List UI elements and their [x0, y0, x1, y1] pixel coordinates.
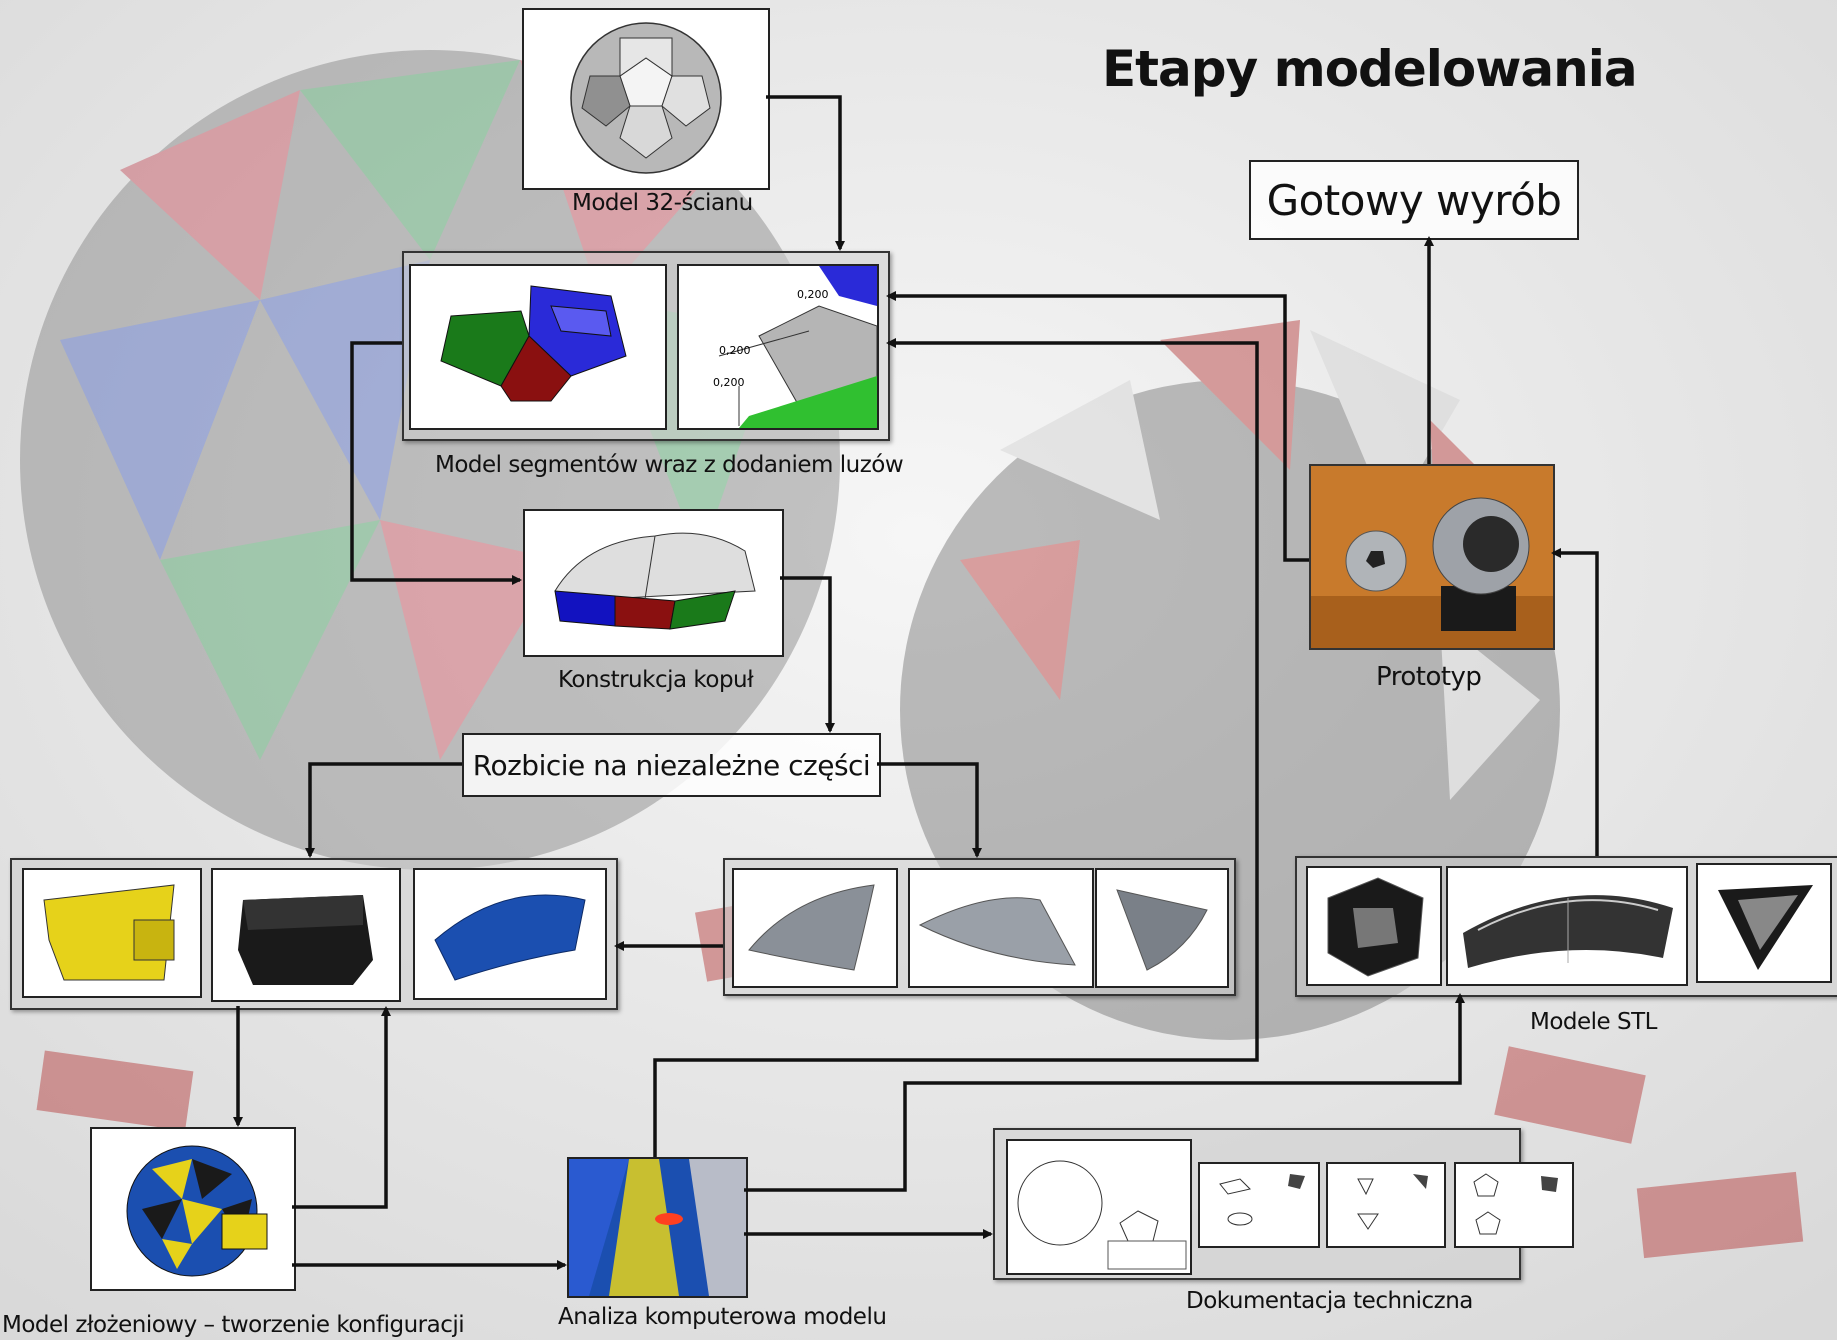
drawing-sheet-icon: [1473, 1173, 1558, 1235]
grey-part-3-panel: [1095, 868, 1229, 988]
split-parts-box: Rozbicie na niezależne części: [462, 733, 881, 797]
dim-label: 0,200: [797, 288, 829, 301]
grey-part-3-icon: [1116, 889, 1208, 971]
dim-label: 0,200: [719, 344, 751, 357]
stl-mesh-icon: [1718, 885, 1813, 970]
stl-caption: Modele STL: [1530, 1009, 1657, 1035]
assembly-caption: Model złożeniowy – tworzenie konfiguracj…: [2, 1312, 465, 1338]
stl-model-3-panel: [1696, 863, 1832, 983]
analysis-section-icon: [569, 1159, 746, 1296]
dome-construction-icon: [554, 532, 756, 630]
doc-sheet-3-panel: [1326, 1162, 1446, 1248]
grey-part-2-icon: [918, 897, 1076, 966]
doc-sheet-4-panel: [1454, 1162, 1574, 1248]
grey-part-1-icon: [748, 884, 875, 971]
domes-panel: [523, 509, 784, 657]
finished-product-label: Gotowy wyrób: [1266, 175, 1562, 225]
yellow-part-icon: [43, 884, 175, 981]
prototype-photo: [1309, 464, 1555, 650]
analysis-caption: Analiza komputerowa modelu: [558, 1304, 887, 1330]
black-part-panel: [211, 868, 401, 1002]
assembly-panel: [90, 1127, 296, 1291]
stl-mesh-icon: [1463, 895, 1673, 968]
finished-product-box: Gotowy wyrób: [1249, 160, 1579, 240]
stl-model-1-panel: [1306, 866, 1442, 986]
domes-caption: Konstrukcja kopuł: [558, 667, 754, 693]
segments-clearance-panel: 0,200 0,200 0,200: [677, 264, 879, 430]
analysis-panel: [567, 1157, 748, 1298]
segments-clearance-icon: 0,200 0,200 0,200: [713, 266, 877, 428]
grey-part-1-panel: [732, 868, 898, 988]
black-part-icon: [238, 895, 373, 985]
prototype-photo-icon: [1311, 466, 1553, 648]
dim-label: 0,200: [713, 376, 745, 389]
stl-mesh-icon: [1327, 877, 1424, 977]
drawing-sheet-icon: [1017, 1160, 1187, 1270]
page-title: Etapy modelowania: [1102, 40, 1638, 98]
segments-3d-icon: [440, 285, 627, 402]
yellow-part-panel: [22, 868, 202, 998]
drawing-sheet-icon: [1357, 1174, 1428, 1230]
stl-model-2-panel: [1446, 866, 1688, 986]
assembly-sphere-icon: [126, 1145, 268, 1277]
split-parts-label: Rozbicie na niezależne części: [472, 748, 871, 782]
segments-3d-panel: [409, 264, 667, 430]
prototype-caption: Prototyp: [1376, 662, 1482, 692]
drawing-sheet-icon: [1219, 1174, 1305, 1226]
model32-caption: Model 32-ścianu: [572, 190, 753, 216]
grey-part-2-panel: [908, 868, 1094, 988]
blue-part-panel: [413, 868, 607, 1000]
segments-caption: Model segmentów wraz z dodaniem luzów: [435, 452, 904, 478]
model32-panel: [522, 8, 770, 190]
doc-sheet-2-panel: [1198, 1162, 1320, 1248]
doc-sheet-1-panel: [1006, 1139, 1192, 1275]
documentation-caption: Dokumentacja techniczna: [1186, 1288, 1473, 1314]
truncated-icosahedron-icon: [570, 22, 722, 174]
blue-part-icon: [434, 894, 586, 981]
